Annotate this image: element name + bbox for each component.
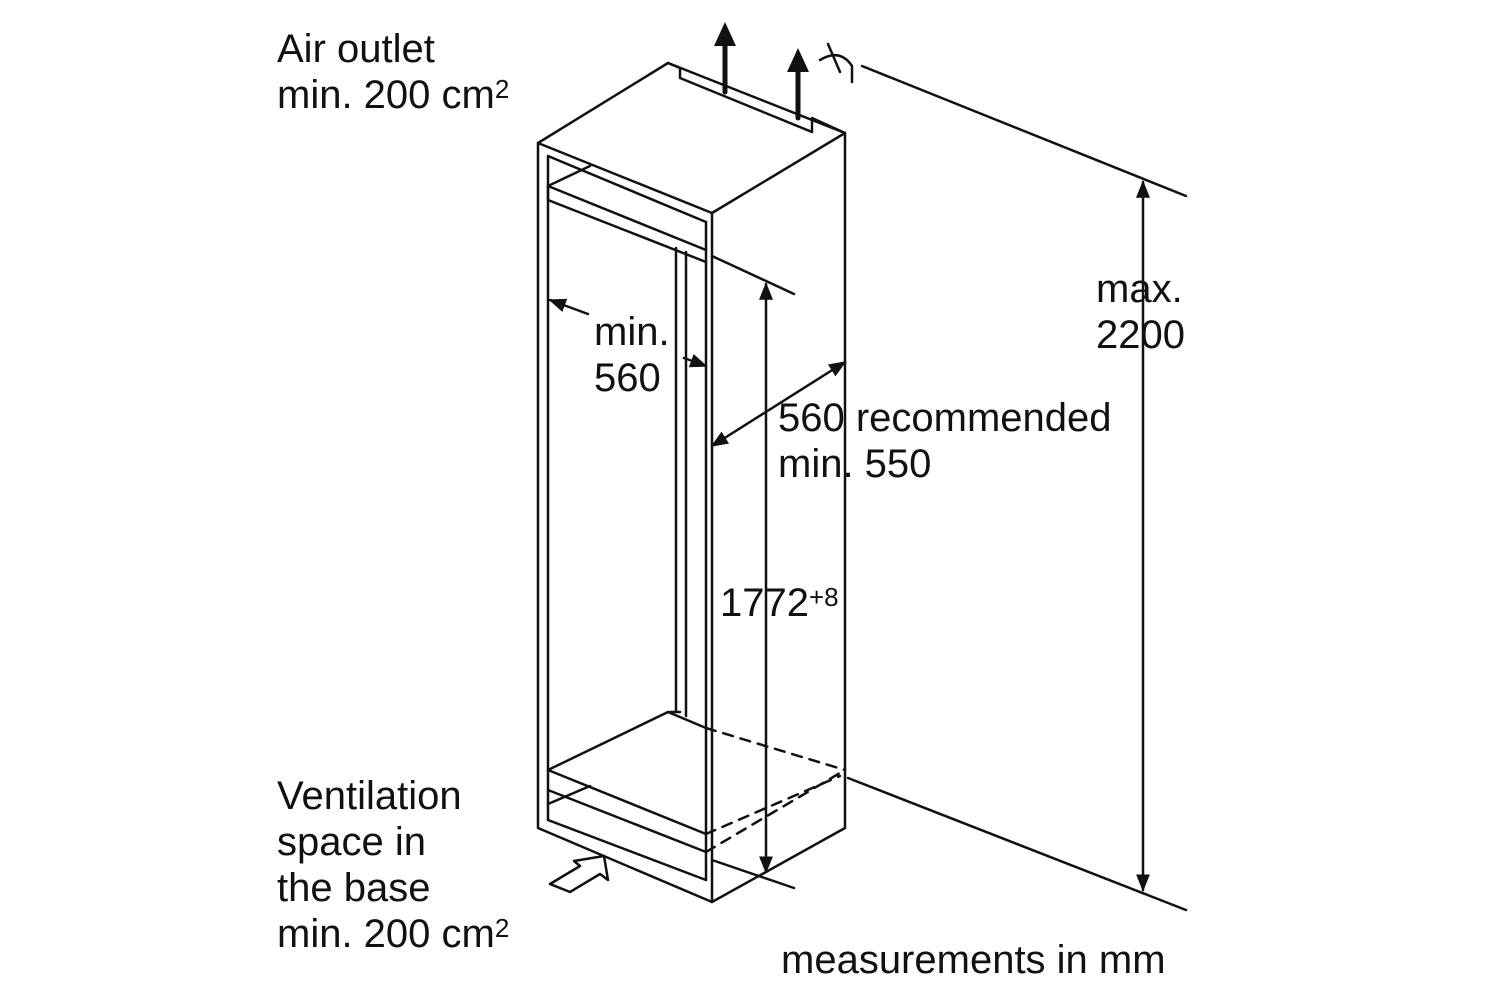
top-vent-slot	[546, 164, 708, 264]
units-note: measurements in mm	[781, 938, 1166, 982]
max-height-line1: max.	[1096, 267, 1183, 311]
width-dimension	[548, 298, 708, 368]
ventilation-line3: the base	[277, 866, 431, 910]
max-height-dimension	[846, 64, 1188, 912]
width-label: min. 560	[594, 309, 670, 401]
width-line2: 560	[594, 356, 661, 400]
niche-height-dimension	[710, 254, 796, 890]
depth-label: 560 recommended min. 550	[778, 395, 1112, 487]
ventilation-line1: Ventilation	[277, 774, 462, 818]
width-line1: min.	[594, 310, 670, 354]
air-outlet-superscript: 2	[494, 74, 510, 104]
depth-line2: min. 550	[778, 442, 932, 486]
max-height-label: max. 2200	[1096, 266, 1185, 358]
ventilation-superscript: 2	[494, 913, 510, 943]
ventilation-line4: min. 200 cm	[277, 912, 495, 956]
air-outlet-arrowheads	[714, 22, 809, 72]
air-outlet-line1: Air outlet	[277, 27, 435, 71]
niche-height-label: 1772+8	[720, 580, 839, 626]
air-outlet-arrows	[722, 37, 801, 121]
air-outlet-line2: min. 200 cm	[277, 73, 495, 117]
base-hidden-lines	[704, 726, 847, 854]
niche-height-value: 1772	[720, 581, 809, 625]
air-outlet-label: Air outlet min. 200 cm2	[277, 26, 509, 118]
base-vent	[546, 710, 708, 854]
depth-line1: 560 recommended	[778, 396, 1112, 440]
niche-height-tolerance: +8	[808, 582, 839, 612]
cabinet-outline	[536, 61, 847, 904]
ventilation-line2: space in	[277, 820, 426, 864]
max-height-line2: 2200	[1096, 313, 1185, 357]
anti-tip-symbol-icon	[818, 42, 854, 84]
depth-dimension	[710, 360, 847, 448]
ventilation-inlet-arrow-icon	[548, 854, 610, 894]
niche-back-edges	[668, 246, 688, 718]
ventilation-label: Ventilation space in the base min. 200 c…	[277, 773, 509, 957]
